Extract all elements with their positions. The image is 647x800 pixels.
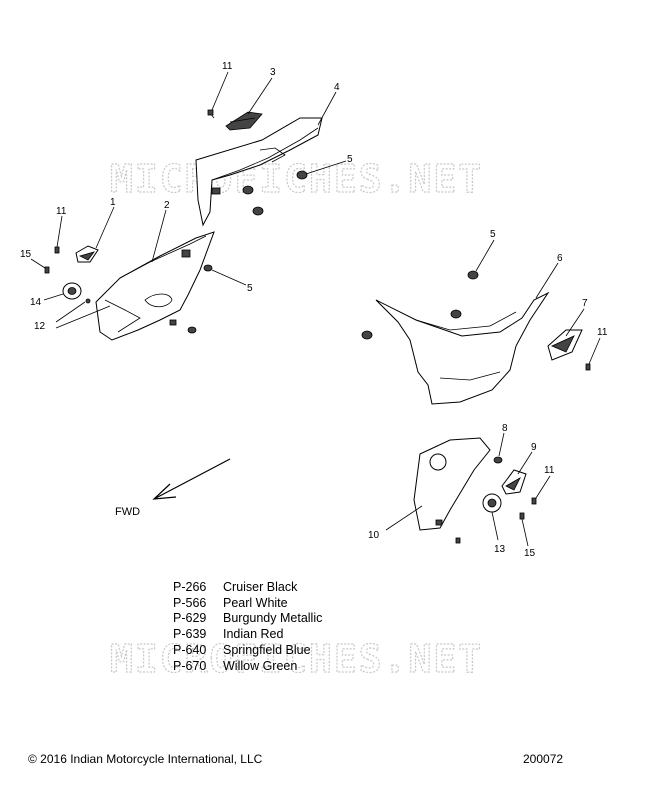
callout-1: 1: [110, 197, 116, 208]
legend-row: P-629 Burgundy Metallic: [173, 611, 322, 627]
callout-11: 11: [597, 327, 608, 338]
part-9-badge: [501, 469, 527, 495]
grommets-upper: [207, 109, 308, 216]
part-3-badge: [225, 111, 263, 131]
color-name: Pearl White: [223, 595, 288, 610]
color-code: P-640: [173, 642, 207, 657]
color-code: P-639: [173, 627, 207, 642]
legend-row: P-266 Cruiser Black: [173, 580, 322, 596]
forward-label: FWD: [115, 506, 140, 518]
part-1-badge: [75, 245, 99, 263]
callout-6: 6: [557, 253, 563, 264]
color-name: Willow Green: [223, 658, 298, 673]
legend-row: P-639 Indian Red: [173, 627, 322, 643]
callout-15: 15: [524, 548, 536, 559]
color-code: P-266: [173, 580, 207, 594]
color-name: Indian Red: [223, 627, 284, 642]
callout-8: 8: [502, 423, 508, 434]
color-name: Cruiser Black: [223, 580, 298, 594]
callout-15: 15: [20, 249, 32, 260]
callout-5: 5: [347, 154, 353, 165]
color-legend: P-266 Cruiser Black P-566 Pearl White P-62…: [173, 580, 322, 674]
color-code: P-670: [173, 658, 207, 673]
callout-14: 14: [30, 297, 42, 308]
callout-2: 2: [164, 200, 170, 211]
callout-3: 3: [270, 67, 276, 78]
legend-row: P-566 Pearl White: [173, 596, 322, 612]
callouts: 11 3 4 5 1 2 11 15 5 14 12 5 6 7 11 8 9 …: [20, 61, 608, 559]
callout-11: 11: [544, 465, 555, 476]
legend-row: P-670 Willow Green: [173, 659, 322, 675]
forward-arrow: FWD: [115, 458, 231, 518]
part-2-left-cover: [95, 231, 215, 341]
part-6-right-cover: [361, 270, 550, 405]
callout-4: 4: [334, 82, 340, 93]
callout-7: 7: [582, 298, 588, 309]
color-code: P-629: [173, 611, 207, 626]
reference-number: 200072: [523, 752, 564, 766]
callout-13: 13: [494, 544, 506, 555]
color-name: Springfield Blue: [223, 642, 311, 657]
callout-12: 12: [34, 321, 46, 332]
part-14-knob: [62, 282, 82, 300]
watermark-top: MICROFICHES.NET: [110, 157, 483, 201]
fasteners-left: [44, 246, 91, 304]
color-code: P-566: [173, 595, 207, 610]
callout-9: 9: [531, 442, 537, 453]
part-4-upper-cover: [195, 117, 323, 227]
callout-11: 11: [222, 61, 233, 72]
part-10-lower-cover: [413, 437, 503, 544]
callout-10: 10: [368, 530, 380, 541]
part-13-knob: [482, 493, 537, 520]
callout-11: 11: [56, 206, 67, 217]
color-name: Burgundy Metallic: [223, 611, 323, 626]
leader-lines: [30, 71, 601, 547]
legend-row: P-640 Springfield Blue: [173, 643, 322, 659]
watermark-bottom: MICROFICHES.NET: [110, 637, 483, 681]
part-7-badge: [547, 329, 591, 371]
callout-5: 5: [247, 283, 253, 294]
copyright-notice: © 2016 Indian Motorcycle International, …: [28, 752, 263, 766]
callout-5: 5: [490, 229, 496, 240]
